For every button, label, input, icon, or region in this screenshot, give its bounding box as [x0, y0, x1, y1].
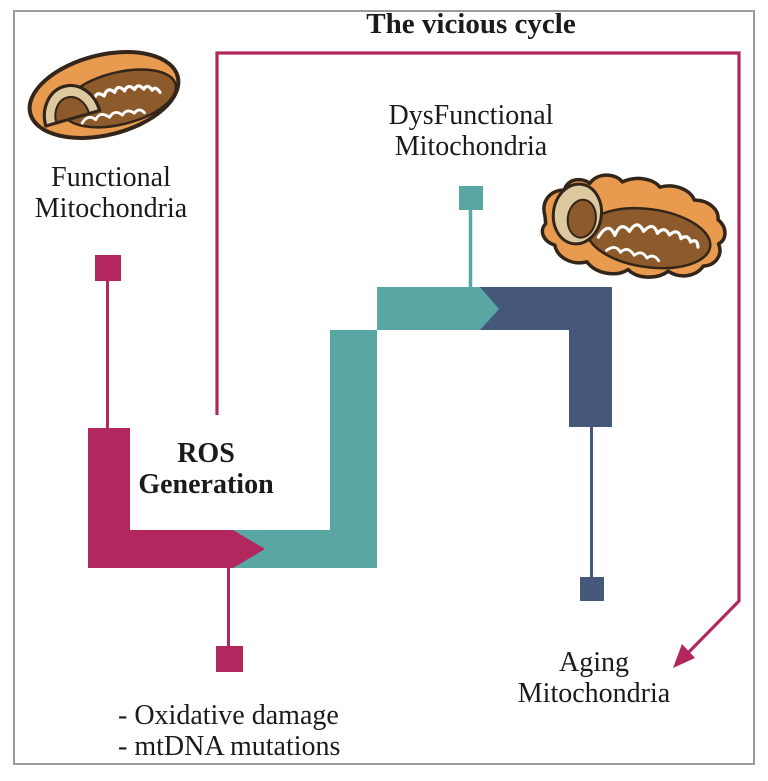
- loop-arrowhead-icon: [673, 644, 695, 668]
- dysfunctional-label-line2: Mitochondria: [394, 131, 548, 162]
- dysfunctional-label-line1: DysFunctional: [388, 100, 554, 131]
- damaged-mitochondrion-illustration: [540, 173, 727, 279]
- bullet-oxidative-damage: - Oxidative damage: [118, 700, 339, 731]
- functional-mitochondrion-illustration: [27, 50, 181, 140]
- dysfunctional-mitochondria-label: DysFunctional Mitochondria: [389, 100, 554, 162]
- aging-label-line2: Mitochondria: [517, 678, 671, 709]
- dysfunction-flow-arrow: [233, 287, 499, 568]
- ros-label-line1: ROS: [177, 438, 235, 469]
- aging-node-square: [580, 577, 604, 601]
- diagram-border: [13, 10, 755, 765]
- aging-label-line1: Aging: [558, 647, 629, 678]
- ros-output-square: [216, 646, 243, 672]
- functional-label-line1: Functional: [51, 162, 171, 193]
- aging-mitochondria-label: Aging Mitochondria: [518, 647, 670, 709]
- ros-generation-label: ROS Generation: [138, 438, 273, 500]
- functional-label-line2: Mitochondria: [34, 193, 188, 224]
- ros-label-line2: Generation: [138, 469, 274, 500]
- vicious-cycle-loop-line: [215, 51, 741, 659]
- aging-flow-arm: [477, 287, 612, 427]
- bullet-mtdna-mutations: - mtDNA mutations: [118, 731, 341, 762]
- diagram-title: The vicious cycle: [366, 8, 576, 40]
- ros-effects-list: - Oxidative damage - mtDNA mutations: [118, 700, 340, 762]
- dysfunctional-node-square: [459, 186, 483, 210]
- functional-node-square: [95, 255, 121, 281]
- functional-mitochondria-label: Functional Mitochondria: [35, 162, 187, 224]
- ros-generation-arrow: [88, 428, 265, 568]
